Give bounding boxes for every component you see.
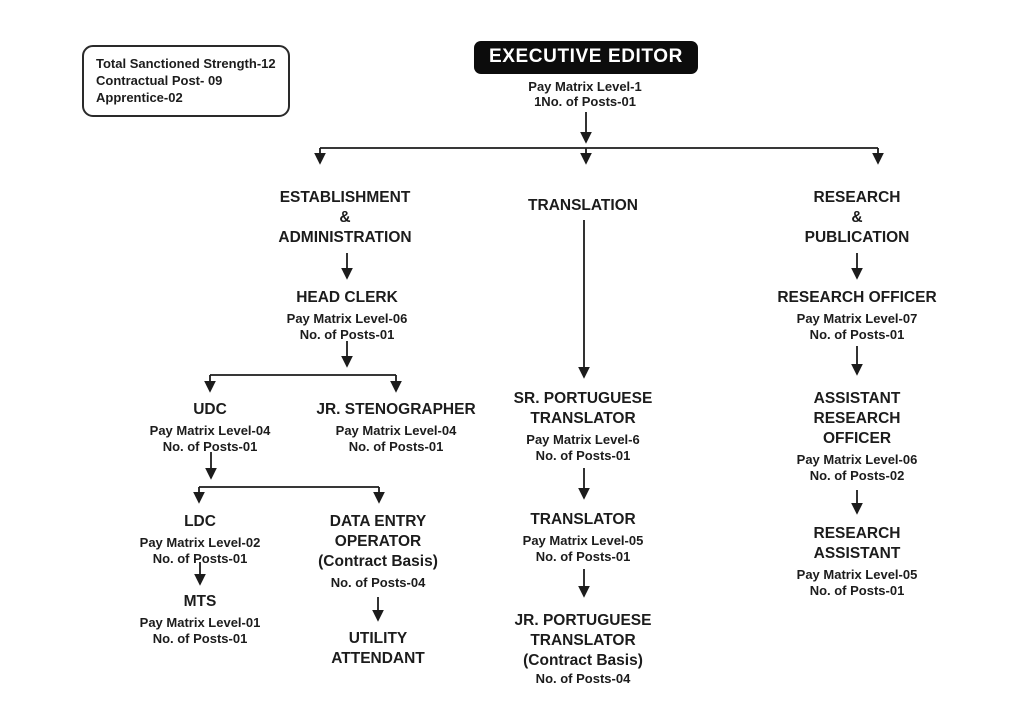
node-title: JR. STENOGRAPHER (316, 401, 476, 418)
node-title: ASSISTANT (813, 390, 901, 407)
branch-title-line: & (851, 209, 863, 226)
posts-count: No. of Posts-01 (809, 327, 905, 342)
apprentice-count: Apprentice-02 (96, 90, 183, 105)
node-title: RESEARCH (813, 525, 901, 542)
total-sanctioned-strength: Total Sanctioned Strength-12 (96, 56, 276, 71)
branch-title-line: ADMINISTRATION (278, 229, 412, 246)
node-title: RESEARCH OFFICER (777, 289, 937, 306)
node-title: TRANSLATOR (530, 632, 636, 649)
node-title: OFFICER (822, 430, 892, 447)
contract-basis-label: (Contract Basis) (318, 553, 438, 570)
branch-title-line: ESTABLISHMENT (279, 189, 411, 206)
node-jr-stenographer: JR. STENOGRAPHER Pay Matrix Level-04 No.… (316, 400, 475, 455)
posts-count: No. of Posts-01 (152, 551, 248, 566)
posts-count: No. of Posts-02 (809, 468, 905, 483)
node-title: HEAD CLERK (296, 289, 398, 306)
posts-count: No. of Posts-04 (330, 575, 426, 590)
pay-level: Pay Matrix Level-02 (139, 535, 261, 550)
node-title: UTILITY (348, 630, 408, 647)
node-research-assistant: RESEARCH ASSISTANT Pay Matrix Level-05 N… (797, 524, 918, 599)
pay-level: Pay Matrix Level-1 (528, 79, 642, 94)
node-head-clerk: HEAD CLERK Pay Matrix Level-06 No. of Po… (287, 288, 408, 343)
pay-level: Pay Matrix Level-04 (335, 423, 457, 438)
posts-count: No. of Posts-01 (535, 448, 631, 463)
branch-establishment-administration: ESTABLISHMENT & ADMINISTRATION (278, 188, 411, 248)
posts-count: No. of Posts-01 (152, 631, 248, 646)
posts-count: No. of Posts-01 (535, 549, 631, 564)
pay-level: Pay Matrix Level-05 (522, 533, 644, 548)
branch-title-line: PUBLICATION (804, 229, 910, 246)
node-title: ATTENDANT (331, 650, 425, 667)
branch-title-line: & (339, 209, 351, 226)
pay-level: Pay Matrix Level-05 (796, 567, 918, 582)
posts-count: No. of Posts-04 (535, 671, 631, 686)
node-title: OPERATOR (334, 533, 422, 550)
posts-count: No. of Posts-01 (299, 327, 395, 342)
node-udc: UDC Pay Matrix Level-04 No. of Posts-01 (150, 400, 271, 455)
branch-research-publication: RESEARCH & PUBLICATION (805, 188, 910, 248)
strength-summary-box: Total Sanctioned Strength-12 Contractual… (82, 45, 290, 117)
node-title: MTS (183, 593, 217, 610)
node-title: SR. PORTUGUESE (513, 390, 653, 407)
node-data-entry-operator: DATA ENTRY OPERATOR (Contract Basis) No.… (318, 512, 438, 591)
posts-count: No. of Posts-01 (162, 439, 258, 454)
node-title: RESEARCH (813, 410, 901, 427)
node-title: UDC (193, 401, 227, 418)
branch-title-line: TRANSLATION (528, 197, 638, 214)
node-title: DATA ENTRY (329, 513, 427, 530)
posts-count: No. of Posts-01 (348, 439, 444, 454)
executive-editor-details: Pay Matrix Level-1 1No. of Posts-01 (528, 79, 641, 109)
node-sr-portuguese-translator: SR. PORTUGUESE TRANSLATOR Pay Matrix Lev… (514, 389, 653, 464)
pay-level: Pay Matrix Level-06 (286, 311, 408, 326)
posts-count: No. of Posts-01 (809, 583, 905, 598)
contract-basis-label: (Contract Basis) (523, 652, 643, 669)
node-ldc: LDC Pay Matrix Level-02 No. of Posts-01 (140, 512, 261, 567)
node-jr-portuguese-translator: JR. PORTUGUESE TRANSLATOR (Contract Basi… (515, 611, 652, 687)
node-title: TRANSLATOR (530, 410, 636, 427)
pay-level: Pay Matrix Level-6 (526, 432, 640, 447)
node-mts: MTS Pay Matrix Level-01 No. of Posts-01 (140, 592, 261, 647)
contractual-post-count: Contractual Post- 09 (96, 73, 223, 88)
node-research-officer: RESEARCH OFFICER Pay Matrix Level-07 No.… (777, 288, 936, 343)
pay-level: Pay Matrix Level-01 (139, 615, 261, 630)
posts-count: 1No. of Posts-01 (534, 94, 636, 109)
executive-editor-title-box: EXECUTIVE EDITOR (473, 41, 699, 74)
node-title: JR. PORTUGUESE (514, 612, 652, 629)
branch-translation: TRANSLATION (528, 196, 638, 216)
node-title: LDC (184, 513, 216, 530)
pay-level: Pay Matrix Level-06 (796, 452, 918, 467)
node-assistant-research-officer: ASSISTANT RESEARCH OFFICER Pay Matrix Le… (797, 389, 918, 484)
branch-title-line: RESEARCH (813, 189, 901, 206)
node-title: ASSISTANT (813, 545, 901, 562)
node-title: TRANSLATOR (530, 511, 636, 528)
node-translator: TRANSLATOR Pay Matrix Level-05 No. of Po… (523, 510, 644, 565)
pay-level: Pay Matrix Level-04 (149, 423, 271, 438)
pay-level: Pay Matrix Level-07 (796, 311, 918, 326)
node-utility-attendant: UTILITY ATTENDANT (331, 629, 425, 669)
